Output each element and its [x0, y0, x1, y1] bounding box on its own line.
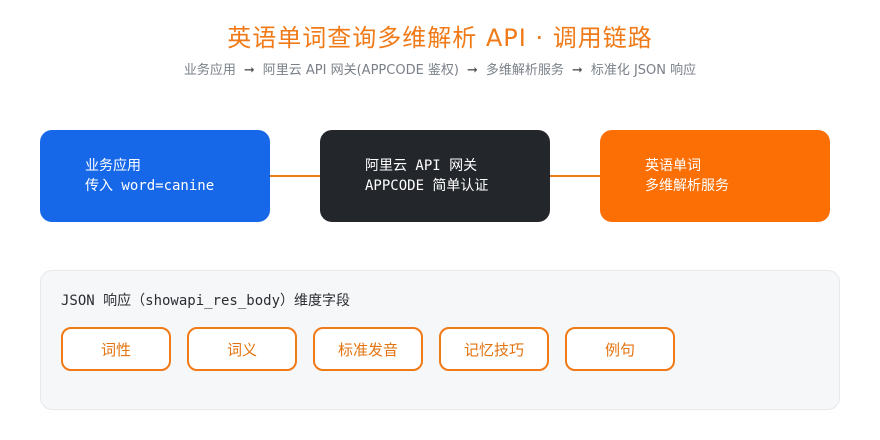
- node-word-service: 英语单词 多维解析服务: [600, 130, 830, 222]
- json-response-panel: JSON 响应（showapi_res_body）维度字段 词性 词义 标准发音…: [40, 270, 840, 410]
- field-chip-pronunciation: 标准发音: [313, 327, 423, 371]
- field-chip-memory-tip: 记忆技巧: [439, 327, 549, 371]
- field-chip-meaning: 词义: [187, 327, 297, 371]
- connector-app-gateway: [270, 175, 320, 177]
- node-business-app: 业务应用 传入 word=canine: [40, 130, 270, 222]
- node-service-subtitle: 多维解析服务: [645, 178, 729, 194]
- field-chip-list: 词性 词义 标准发音 记忆技巧 例句: [61, 327, 675, 371]
- subtitle-arrow-icon: ➞: [571, 63, 583, 78]
- field-chip-example: 例句: [565, 327, 675, 371]
- panel-title: JSON 响应（showapi_res_body）维度字段: [61, 293, 351, 309]
- subtitle-arrow-icon: ➞: [467, 63, 478, 78]
- subtitle-arrow-icon: ➞: [243, 63, 255, 78]
- connector-gateway-service: [550, 175, 600, 177]
- node-gateway-title: 阿里云 API 网关: [365, 158, 478, 174]
- node-gateway-auth: APPCODE 简单认证: [365, 178, 489, 194]
- node-app-param: 传入 word=canine: [85, 178, 215, 194]
- node-app-title: 业务应用: [85, 158, 141, 174]
- node-service-title: 英语单词: [645, 158, 701, 174]
- subtitle-step-response: 标准化 JSON 响应: [590, 63, 697, 78]
- subtitle-step-service: 多维解析服务: [485, 63, 564, 78]
- diagram-title: 英语单词查询多维解析 API · 调用链路: [227, 24, 653, 52]
- field-chip-part-of-speech: 词性: [61, 327, 171, 371]
- subtitle-step-app: 业务应用: [183, 63, 236, 78]
- flow-subtitle: 业务应用 ➞ 阿里云 API 网关(APPCODE 鉴权) ➞ 多维解析服务 ➞ 标准化 J…: [0, 59, 880, 78]
- subtitle-step-gateway: 阿里云 API 网关(APPCODE 鉴权): [262, 63, 459, 78]
- node-api-gateway: 阿里云 API 网关 APPCODE 简单认证: [320, 130, 550, 222]
